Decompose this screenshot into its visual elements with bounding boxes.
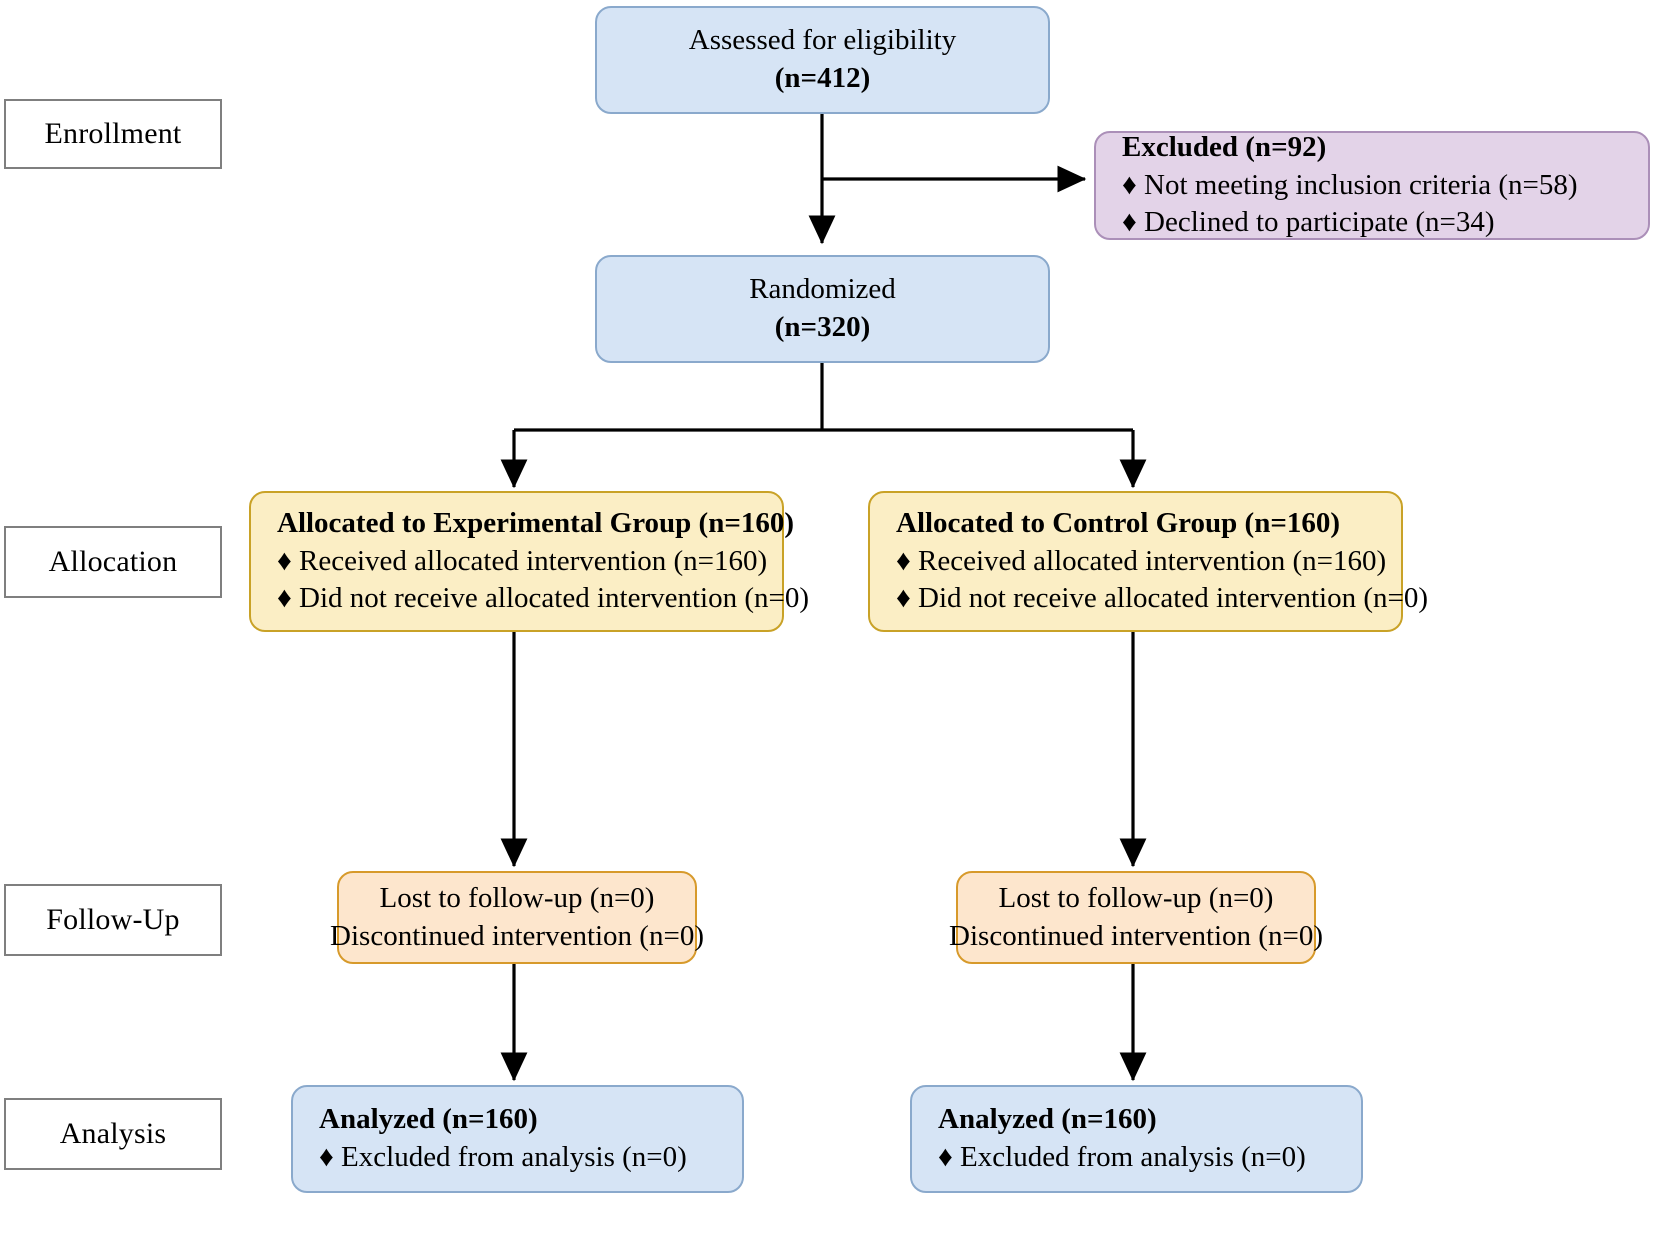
node-allocated-control: Allocated to Control Group (n=160) ♦ Rec… (868, 491, 1428, 632)
analyzed-experimental-header: Analyzed (n=160) (319, 1103, 538, 1136)
node-excluded: Excluded (n=92) ♦ Not meeting inclusion … (1094, 131, 1650, 240)
followup-experimental-lost: Lost to follow-up (n=0) (379, 881, 655, 914)
randomized-title: Randomized (749, 273, 896, 306)
allocated-experimental-item-not-received: ♦ Did not receive allocated intervention… (277, 582, 810, 615)
assessed-title: Assessed for eligibility (688, 24, 957, 57)
randomized-count: (n=320) (774, 311, 871, 343)
stage-label-enrollment-text: Enrollment (44, 117, 182, 150)
allocated-control-item-received: ♦ Received allocated intervention (n=160… (896, 544, 1387, 577)
node-allocated-experimental: Allocated to Experimental Group (n=160) … (249, 491, 809, 632)
stage-label-analysis: Analysis (4, 1098, 222, 1170)
node-randomized: Randomized (n=320) (595, 255, 1050, 363)
excluded-item-declined: ♦ Declined to participate (n=34) (1122, 206, 1495, 239)
followup-experimental-discontinued: Discontinued intervention (n=0) (330, 919, 704, 952)
analyzed-control-header: Analyzed (n=160) (938, 1103, 1157, 1136)
stage-label-followup: Follow-Up (4, 884, 222, 956)
stage-label-enrollment: Enrollment (4, 99, 222, 169)
stage-label-followup-text: Follow-Up (46, 903, 180, 936)
followup-control-discontinued: Discontinued intervention (n=0) (949, 919, 1323, 952)
stage-label-allocation-text: Allocation (48, 545, 178, 578)
node-analyzed-control: Analyzed (n=160) ♦ Excluded from analysi… (910, 1085, 1363, 1193)
node-assessed-for-eligibility: Assessed for eligibility (n=412) (595, 6, 1050, 114)
followup-control-lost: Lost to follow-up (n=0) (998, 881, 1274, 914)
stage-label-allocation: Allocation (4, 526, 222, 598)
excluded-item-not-meeting-criteria: ♦ Not meeting inclusion criteria (n=58) (1122, 168, 1578, 201)
allocated-control-header: Allocated to Control Group (n=160) (896, 506, 1341, 539)
allocated-experimental-item-received: ♦ Received allocated intervention (n=160… (277, 544, 768, 577)
node-analyzed-experimental: Analyzed (n=160) ♦ Excluded from analysi… (291, 1085, 744, 1193)
excluded-header: Excluded (n=92) (1122, 130, 1327, 163)
allocated-control-item-not-received: ♦ Did not receive allocated intervention… (896, 582, 1429, 615)
assessed-count: (n=412) (774, 62, 871, 94)
analyzed-control-excluded: ♦ Excluded from analysis (n=0) (938, 1141, 1306, 1173)
node-followup-experimental: Lost to follow-up (n=0) Discontinued int… (330, 871, 704, 964)
analyzed-experimental-excluded: ♦ Excluded from analysis (n=0) (319, 1141, 687, 1173)
allocated-experimental-header: Allocated to Experimental Group (n=160) (277, 506, 795, 539)
node-followup-control: Lost to follow-up (n=0) Discontinued int… (949, 871, 1323, 964)
stage-label-analysis-text: Analysis (59, 1117, 167, 1150)
